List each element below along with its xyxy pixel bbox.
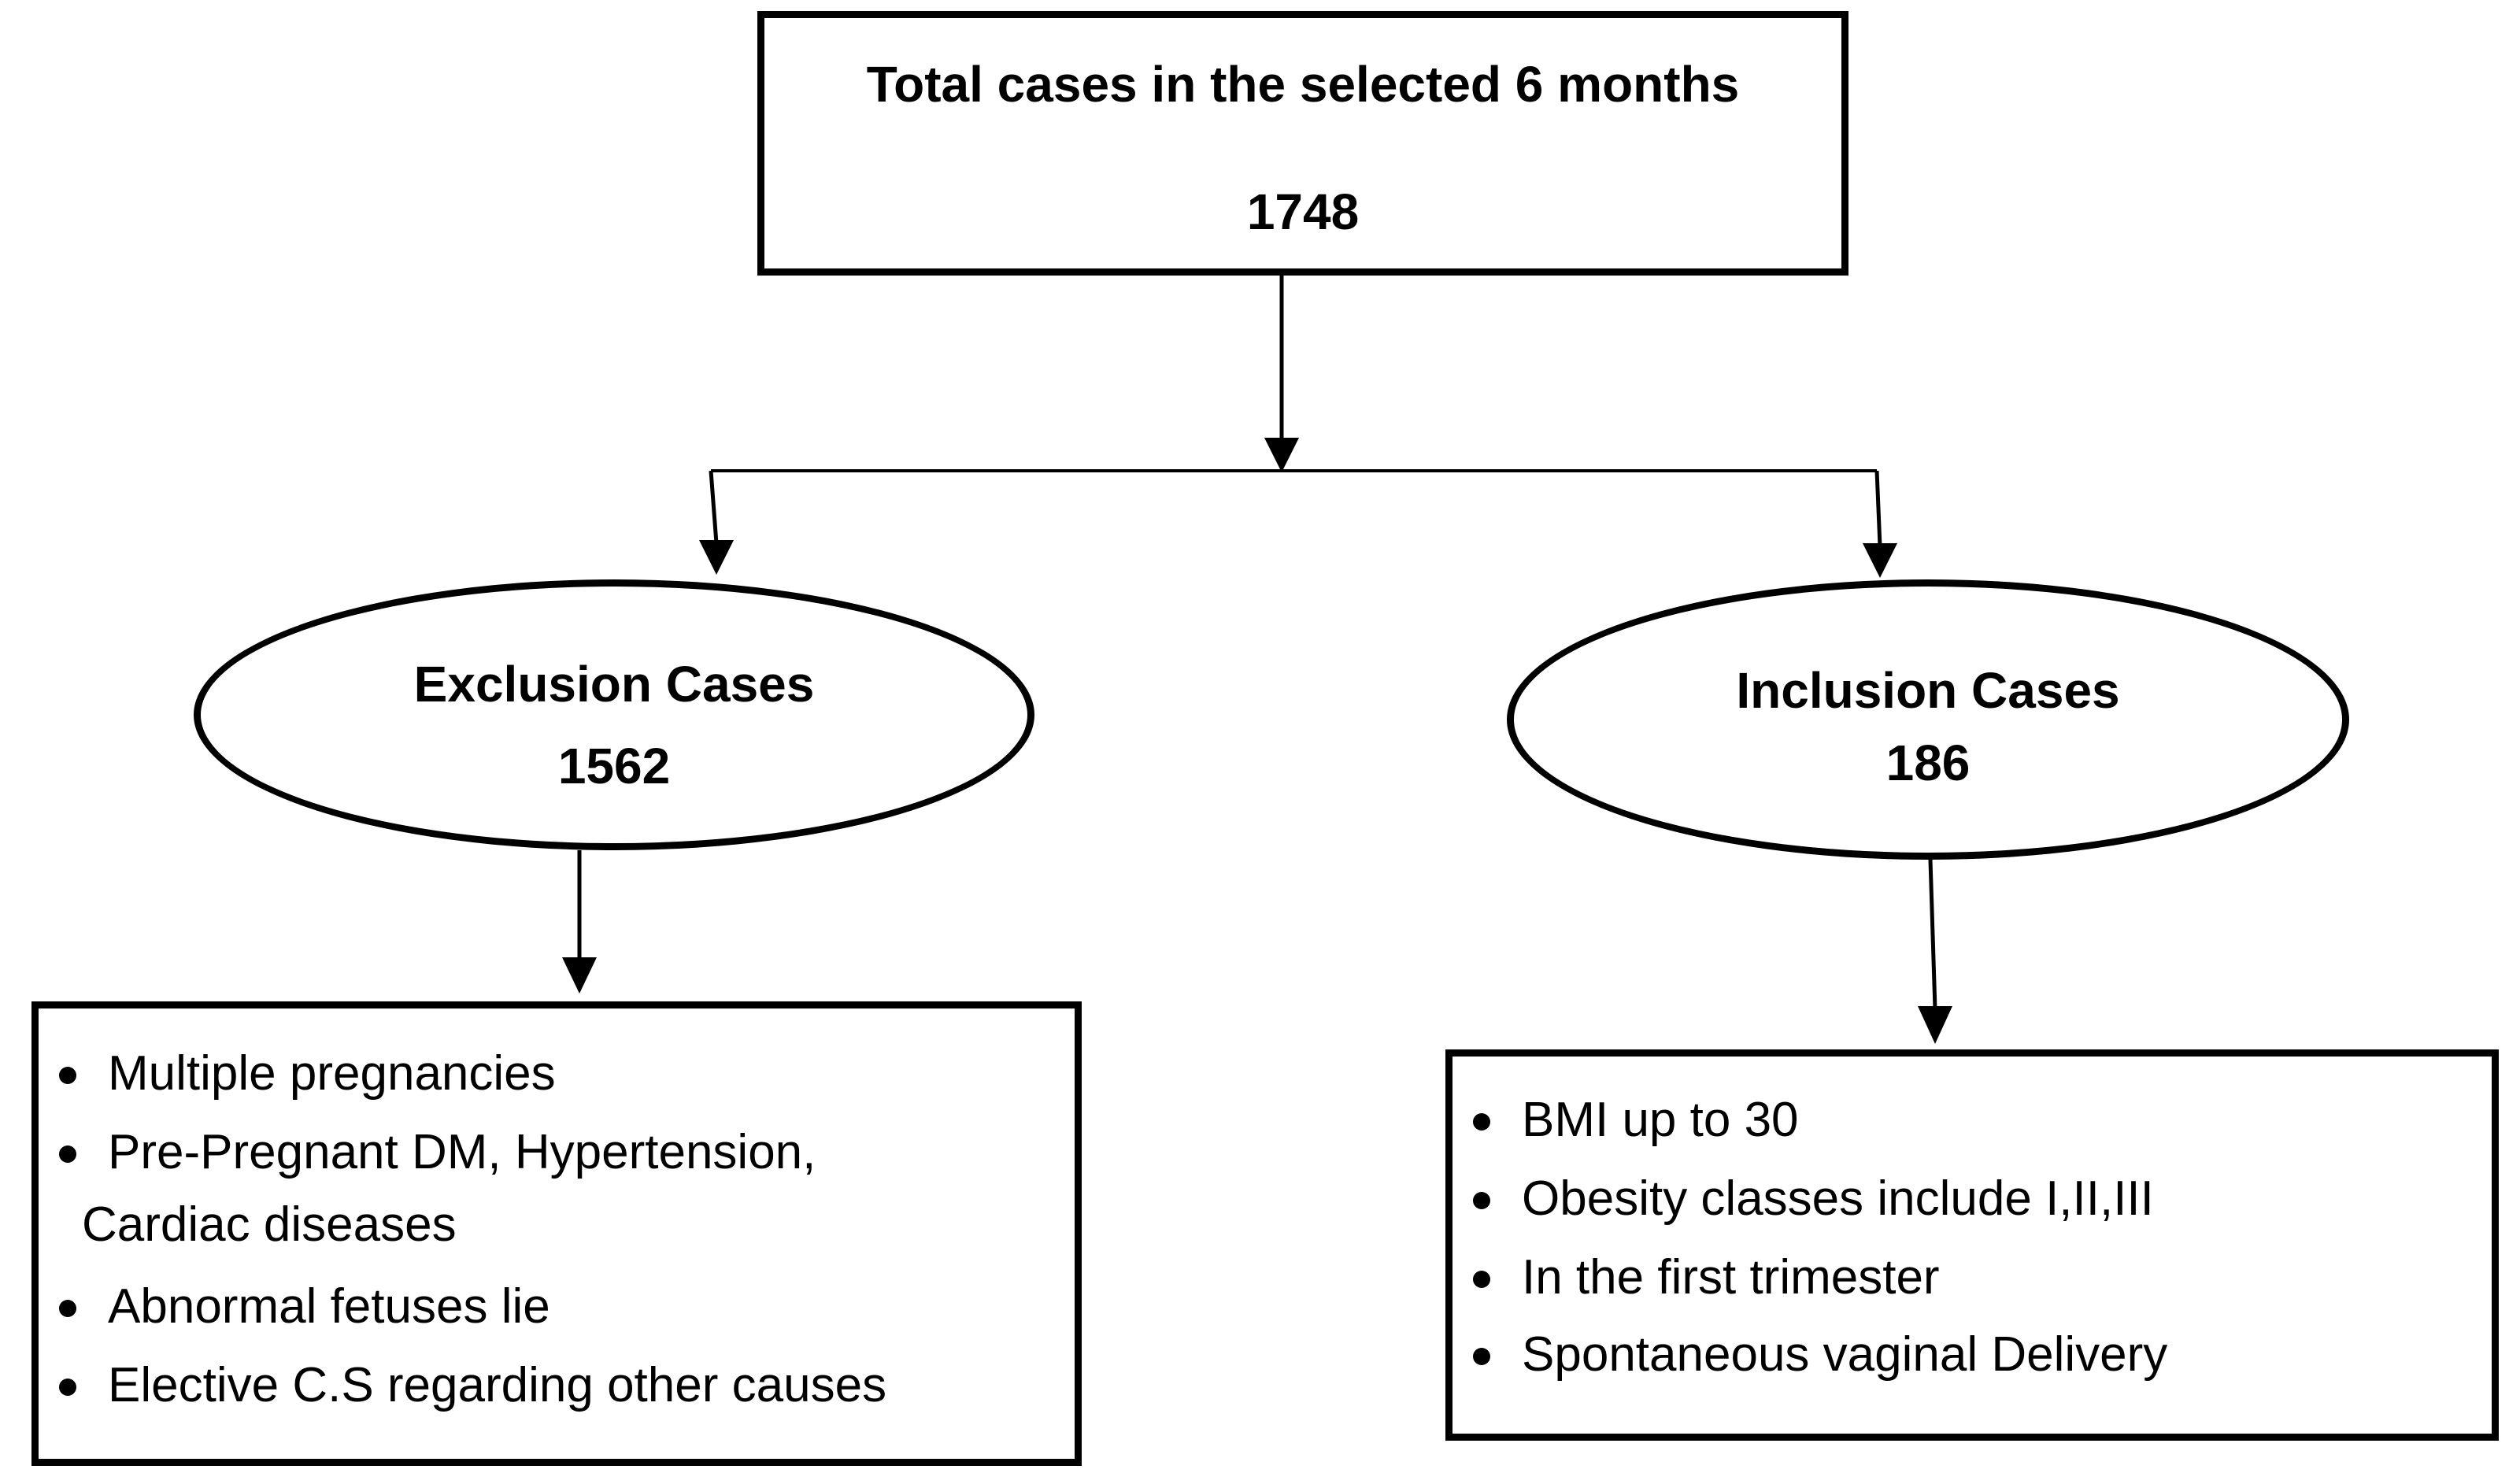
exclusion-cases-node: Exclusion Cases 1562 [194,579,1034,850]
inclusion-to-list-line [1928,859,1937,1010]
arrowhead-top [1264,438,1299,472]
bullet-icon [1473,1113,1490,1131]
bullet-icon [59,1379,76,1396]
split-right-vertical [1874,470,1882,547]
inclusion-cases-label: Inclusion Cases [1736,662,2120,719]
inclusion-cases-node: Inclusion Cases 186 [1507,579,2349,860]
arrowhead-right-split [1863,543,1897,578]
total-cases-title: Total cases in the selected 6 months [866,56,1740,113]
arrowhead-inclusion [1918,1006,1952,1044]
bullet-icon [59,1145,76,1163]
bullet-icon [1473,1271,1490,1288]
bullet-icon [59,1300,76,1317]
exclusion-cases-count: 1562 [557,738,671,794]
arrowhead-left-split [699,540,734,575]
bullet-icon [59,1067,76,1084]
exclusion-criteria-box: Multiple pregnancies Pre-Pregnant DM, Hy… [31,1001,1082,1466]
inclusion-criteria-box: BMI up to 30 Obesity classes include I,I… [1445,1049,2499,1441]
bullet-icon [1473,1192,1490,1209]
total-cases-box: Total cases in the selected 6 months 174… [757,11,1848,276]
bullet-icon [1473,1348,1490,1365]
exclusion-cases-label: Exclusion Cases [413,656,815,712]
inclusion-cases-count: 186 [1885,735,1971,791]
split-left-vertical [709,470,719,544]
total-cases-count: 1748 [1246,183,1360,240]
arrowhead-exclusion [562,957,597,994]
